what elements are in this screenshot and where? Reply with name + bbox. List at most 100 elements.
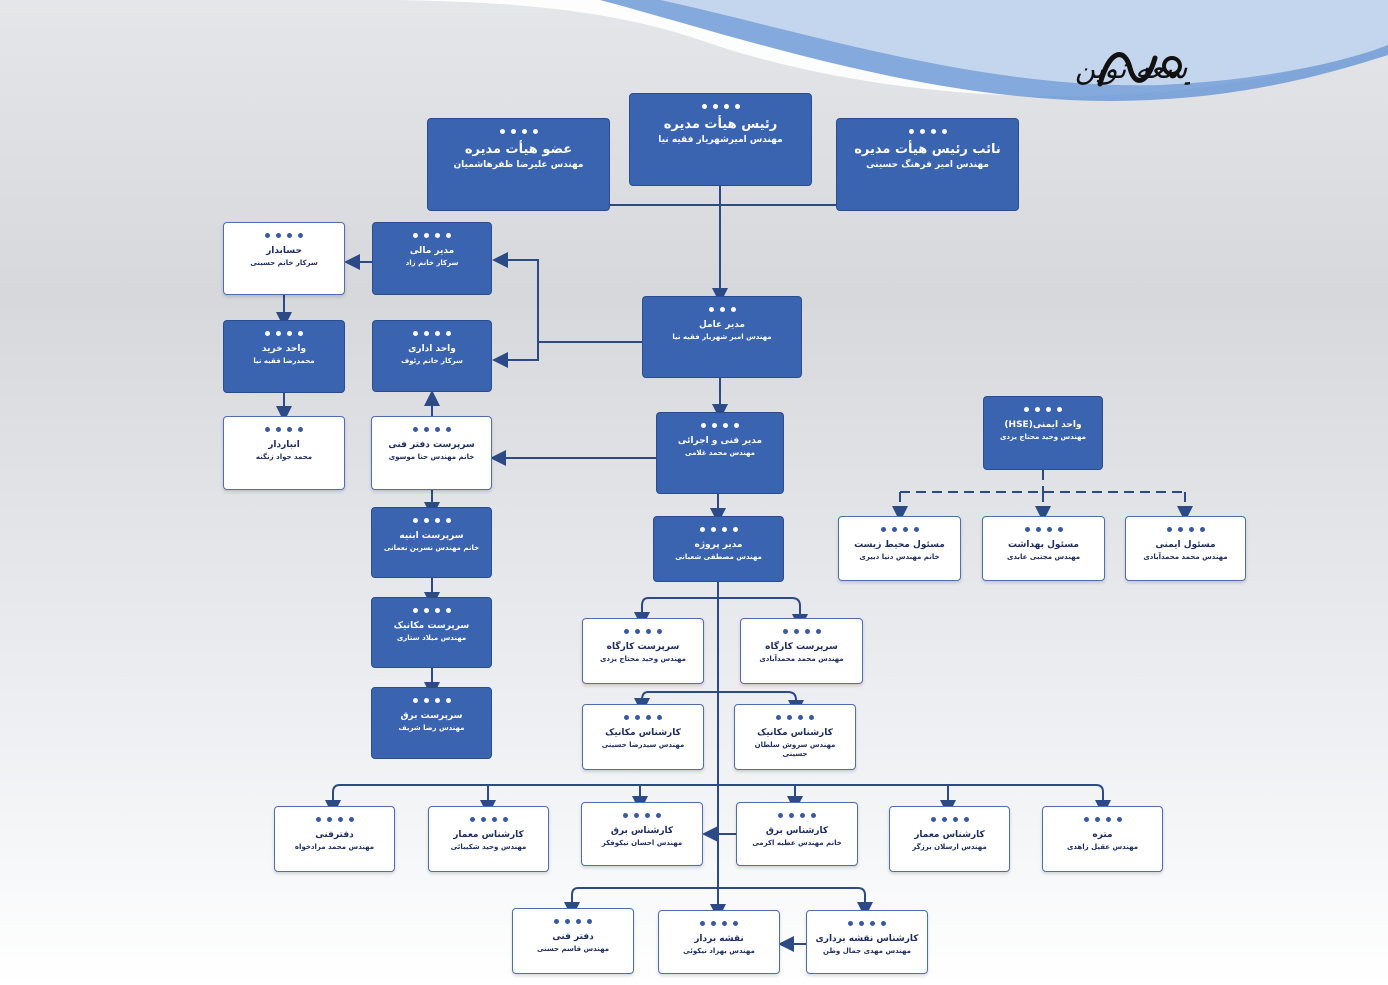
office-supervisor-node[interactable]: سرپرست دفتر فنی خانم مهندس حنا موسوی [371, 416, 492, 490]
node-title: واحد ایمنی(HSE) [1004, 420, 1082, 430]
node-dots [890, 817, 1009, 822]
node-dots [373, 233, 491, 238]
node-name: مهندس میلاد ستاری [396, 634, 467, 643]
node-dots [643, 307, 801, 312]
accountant-node[interactable]: حسابدار سرکار خانم حسینی [223, 222, 345, 295]
architect-expert-node[interactable]: کارشناس معمار مهندس وحید شکیبائی [428, 806, 549, 872]
node-name: خانم مهندس نسرین نعمانی [383, 544, 480, 553]
node-title: نقشه بردار [694, 934, 744, 944]
node-name: مهندس وحید محتاج یزدی [599, 655, 687, 664]
node-dots [1126, 527, 1245, 532]
company-emblem: شرکت بنه توسعه نوین [1075, 52, 1339, 87]
node-title: کارشناس مکانیک [605, 728, 681, 738]
node-name: مهندس سروش سلطان حسینی [754, 741, 836, 759]
electrical-expert-node[interactable]: کارشناس برق خانم مهندس عطیه اکرمی [736, 802, 858, 866]
node-title: مسئول بهداشت [1008, 540, 1079, 550]
node-dots [275, 817, 394, 822]
mechanical-expert-node[interactable]: کارشناس مکانیک مهندس سیدرضا حسینی [582, 704, 704, 770]
board-member-node[interactable]: عضو هیأت مدیره مهندس علیرضا ظفرهاشمیان [427, 118, 610, 211]
storekeeper-node[interactable]: انباردار محمد جواد زنگنه [223, 416, 345, 490]
node-name: خانم مهندس حنا موسوی [388, 453, 475, 462]
node-name: مهندس محمد محمدآبادی [759, 655, 844, 664]
node-dots [630, 104, 811, 109]
technical-office-node[interactable]: دفتر فنی مهندس قاسم حسنی [512, 908, 634, 974]
node-name: مهندس امیر شهریار فقیه نیا [672, 333, 772, 342]
node-dots [839, 527, 960, 532]
node-title: نائب رئیس هیأت مدیره [854, 142, 1001, 157]
node-name: مهندس محمد غلامی [684, 449, 756, 458]
technical-office-node[interactable]: دفترفنی مهندس محمد مرادخواه [274, 806, 395, 872]
node-title: سرپرست کارگاه [765, 642, 838, 652]
safety-officer-node[interactable]: مسئول ایمنی مهندس محمد محمدآبادی [1125, 516, 1246, 581]
hse-unit-node[interactable]: واحد ایمنی(HSE) مهندس وحید محتاج یزدی [983, 396, 1103, 470]
node-title: کارشناس معمار [914, 830, 985, 840]
quantity-surveyor-node[interactable]: متره مهندس عقیل زاهدی [1042, 806, 1163, 872]
node-name: مهندس بهزاد نیکوئی [683, 947, 755, 956]
node-title: سرپرست کارگاه [606, 642, 680, 652]
admin-unit-node[interactable]: واحد اداری سرکار خانم رئوف [372, 320, 492, 392]
architect-expert-node[interactable]: کارشناس معمار مهندس ارسلان برزگر [889, 806, 1010, 872]
node-name: مهندس امیرشهریار فقیه نیا [658, 135, 783, 146]
project-manager-node[interactable]: مدیر پروژه مهندس مصطفی شعبانی [653, 516, 784, 582]
node-title: سرپرست دفتر فنی [388, 440, 475, 450]
board-vice-node[interactable]: نائب رئیس هیأت مدیره مهندس امیر فرهنگ حس… [836, 118, 1019, 211]
environment-officer-node[interactable]: مسئول محیط زیست خانم مهندس دنیا دبیری [838, 516, 961, 581]
technical-manager-node[interactable]: مدیر فنی و اجرائی مهندس محمد غلامی [656, 412, 784, 494]
node-dots [654, 527, 783, 532]
surveyor-node[interactable]: نقشه بردار مهندس بهزاد نیکوئی [658, 910, 780, 974]
node-title: عضو هیأت مدیره [464, 142, 573, 157]
company-logo: شرکت بنه توسعه نوین [900, 38, 1339, 102]
node-title: مسئول ایمنی [1155, 540, 1216, 550]
node-dots [983, 527, 1104, 532]
node-name: مهندس عقیل زاهدی [1066, 843, 1139, 852]
site-supervisor-node[interactable]: سرپرست کارگاه مهندس وحید محتاج یزدی [582, 618, 704, 684]
node-title: کارشناس برق [765, 826, 829, 836]
node-dots [582, 813, 702, 818]
node-dots [1043, 817, 1162, 822]
building-supervisor-node[interactable]: سرپرست ابنیه خانم مهندس نسرین نعمانی [371, 507, 492, 578]
node-name: مهندس قاسم حسنی [536, 945, 610, 954]
node-title: مدیر فنی و اجرائی [677, 436, 763, 446]
finance-manager-node[interactable]: مدیر مالی سرکار خانم زاد [372, 222, 492, 295]
mechanical-supervisor-node[interactable]: سرپرست مکانیک مهندس میلاد ستاری [371, 597, 492, 668]
node-name: مهندس امیر فرهنگ حسینی [866, 160, 989, 171]
site-supervisor-node[interactable]: سرپرست کارگاه مهندس محمد محمدآبادی [740, 618, 863, 684]
node-title: مدیر مالی [409, 246, 455, 256]
node-name: مهندس مهدی جمال وطن [823, 947, 911, 956]
node-name: مهندس محمد محمدآبادی [1143, 553, 1228, 562]
health-officer-node[interactable]: مسئول بهداشت مهندس مجتبی عابدی [982, 516, 1105, 581]
node-dots [372, 427, 491, 432]
node-dots [513, 919, 633, 924]
node-title: حسابدار [266, 246, 302, 256]
node-title: دفتر فنی [552, 932, 594, 942]
node-dots [735, 715, 855, 720]
node-title: سرپرست مکانیک [393, 621, 470, 631]
electrical-expert-node[interactable]: کارشناس برق مهندس احسان نیکوفکر [581, 802, 703, 866]
node-title: واحد اداری [408, 344, 456, 354]
mapping-expert-node[interactable]: کارشناس نقشه برداری مهندس مهدی جمال وطن [806, 910, 928, 974]
node-dots [659, 921, 779, 926]
node-name: مهندس احسان نیکوفکر [601, 839, 683, 848]
node-dots [224, 427, 344, 432]
node-title: کارشناس معمار [453, 830, 524, 840]
node-dots [807, 921, 927, 926]
node-title: کارشناس مکانیک [757, 728, 833, 738]
node-name: مهندس محمد مرادخواه [294, 843, 375, 852]
node-dots [372, 608, 491, 613]
node-title: سرپرست برق [400, 711, 463, 721]
purchase-unit-node[interactable]: واحد خرید محمدرضا فقیه نیا [223, 320, 345, 393]
node-dots [372, 518, 491, 523]
node-dots [429, 817, 548, 822]
node-name: مهندس مجتبی عابدی [1006, 553, 1081, 562]
node-name: سرکار خانم زاد [405, 259, 459, 268]
node-dots [737, 813, 857, 818]
node-name: مهندس علیرضا ظفرهاشمیان [453, 160, 584, 171]
mechanical-expert-node[interactable]: کارشناس مکانیک مهندس سروش سلطان حسینی [734, 704, 856, 770]
node-dots [428, 129, 609, 134]
node-name: محمد جواد زنگنه [255, 453, 313, 462]
node-dots [372, 698, 491, 703]
ceo-node[interactable]: مدیر عامل مهندس امیر شهریار فقیه نیا [642, 296, 802, 378]
board-chair-node[interactable]: رئیس هیأت مدیره مهندس امیرشهریار فقیه نی… [629, 93, 812, 186]
electrical-supervisor-node[interactable]: سرپرست برق مهندس رضا شریف [371, 687, 492, 759]
